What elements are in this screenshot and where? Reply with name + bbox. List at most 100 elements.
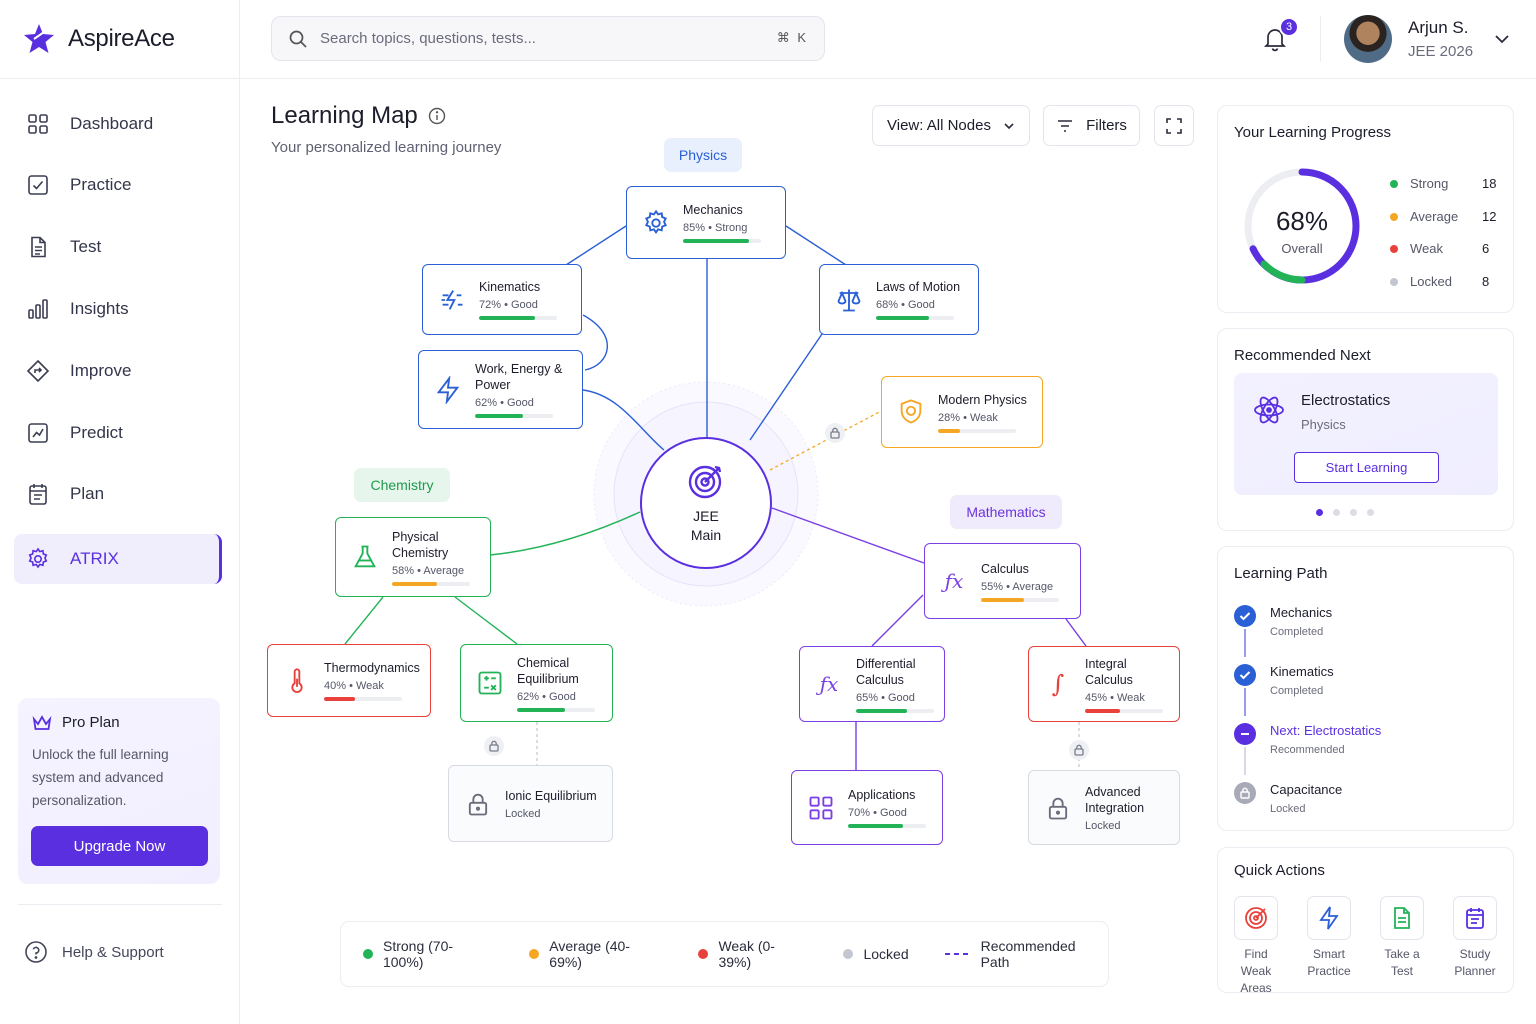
search-input[interactable]	[320, 30, 760, 47]
step-status: Completed	[1270, 685, 1324, 697]
gear-icon	[28, 547, 48, 569]
jee-main-center-node[interactable]: JEE Main	[640, 437, 772, 569]
quick-action-label: Study	[1459, 947, 1491, 961]
calendar-icon	[29, 484, 47, 505]
progress-bar	[876, 316, 954, 320]
sidebar-item-dashboard[interactable]: Dashboard	[14, 99, 222, 149]
function-icon: ƒx	[819, 672, 839, 696]
legend-strong: Strong (70-100%)	[363, 938, 493, 970]
grid-icon	[28, 114, 48, 134]
progress-bar	[981, 597, 1059, 602]
node-meta: 40% • Weak	[324, 680, 384, 692]
sidebar-item-test[interactable]: Test	[14, 222, 222, 272]
sidebar-item-predict[interactable]: Predict	[14, 408, 222, 458]
equilibrium-icon	[475, 668, 505, 698]
card-title: Quick Actions	[1234, 862, 1325, 879]
sidebar-item-label: Predict	[70, 423, 123, 442]
category-chemistry[interactable]: Chemistry	[354, 468, 450, 502]
fullscreen-button[interactable]	[1154, 105, 1194, 146]
user-exam: JEE 2026	[1408, 43, 1474, 60]
category-mathematics[interactable]: Mathematics	[950, 495, 1062, 529]
document-icon	[1394, 907, 1410, 929]
legend-label: Recommended Path	[980, 938, 1076, 970]
recommended-item[interactable]: Electrostatics Physics Start Learning	[1234, 373, 1498, 495]
upgrade-now-button[interactable]: Upgrade Now	[31, 826, 208, 866]
function-icon: ƒx	[944, 569, 964, 593]
app-logo[interactable]: AspireAce	[22, 22, 175, 56]
node-title: Laws of Motion	[876, 280, 961, 294]
check-circle-icon	[1234, 605, 1256, 627]
search-icon	[289, 30, 307, 48]
user-name: Arjun S.	[1408, 18, 1469, 37]
carousel-dots[interactable]	[1316, 509, 1374, 516]
recommended-next-card: Recommended Next Electrostatics Physics …	[1217, 328, 1514, 531]
help-support-link[interactable]: Help & Support	[24, 940, 164, 964]
legend-label: Strong (70-100%)	[382, 938, 454, 970]
page-title: Learning Map	[271, 102, 446, 130]
bell-icon[interactable]	[1262, 26, 1288, 52]
card-title: Learning Path	[1234, 565, 1328, 582]
path-connector	[1244, 688, 1246, 716]
row-label: Locked	[1410, 274, 1452, 289]
progress-bar	[848, 824, 926, 828]
flask-icon	[350, 542, 380, 572]
search-bar[interactable]: ⌘ K	[271, 16, 825, 61]
view-select[interactable]: View: All Nodes	[872, 105, 1030, 146]
lock-icon	[825, 423, 845, 443]
map-legend: Strong (70-100%) Average (40-69%) Weak (…	[340, 921, 1109, 987]
sidebar-item-label: Improve	[70, 361, 132, 380]
divider	[18, 904, 222, 905]
category-physics[interactable]: Physics	[664, 138, 742, 172]
progress-bar	[479, 316, 557, 320]
step-status: Completed	[1270, 626, 1324, 638]
node-meta: 65% • Good	[856, 691, 915, 704]
center-line2: Main	[690, 527, 722, 543]
sidebar-item-atrix[interactable]: ATRIX	[14, 534, 222, 584]
sidebar-item-improve[interactable]: Improve	[14, 346, 222, 396]
chevron-down-icon	[1004, 122, 1014, 129]
chevron-down-icon[interactable]	[1494, 32, 1510, 46]
avatar[interactable]	[1344, 15, 1392, 63]
sidebar-item-practice[interactable]: Practice	[14, 160, 222, 210]
start-learning-button[interactable]: Start Learning	[1294, 452, 1439, 483]
pro-plan-card: Pro Plan Unlock the full learning system…	[18, 698, 220, 884]
node-meta: 58% • Average	[392, 564, 465, 577]
app-name: AspireAce	[68, 25, 175, 52]
lock-icon	[1043, 793, 1073, 823]
node-title: Calculus	[981, 561, 1029, 576]
filters-button[interactable]: Filters	[1043, 105, 1140, 146]
sidebar-item-plan[interactable]: Plan	[14, 469, 222, 519]
quick-action-label: Practice	[1307, 964, 1351, 978]
thermometer-icon	[282, 666, 312, 696]
quick-action-label: Smart	[1312, 947, 1345, 961]
node-title: Modern Physics	[938, 392, 1027, 407]
speed-icon	[437, 285, 467, 315]
info-icon[interactable]	[428, 107, 446, 125]
sidebar-item-insights[interactable]: Insights	[14, 284, 222, 334]
node-title: Work, Energy & Power	[475, 362, 563, 392]
